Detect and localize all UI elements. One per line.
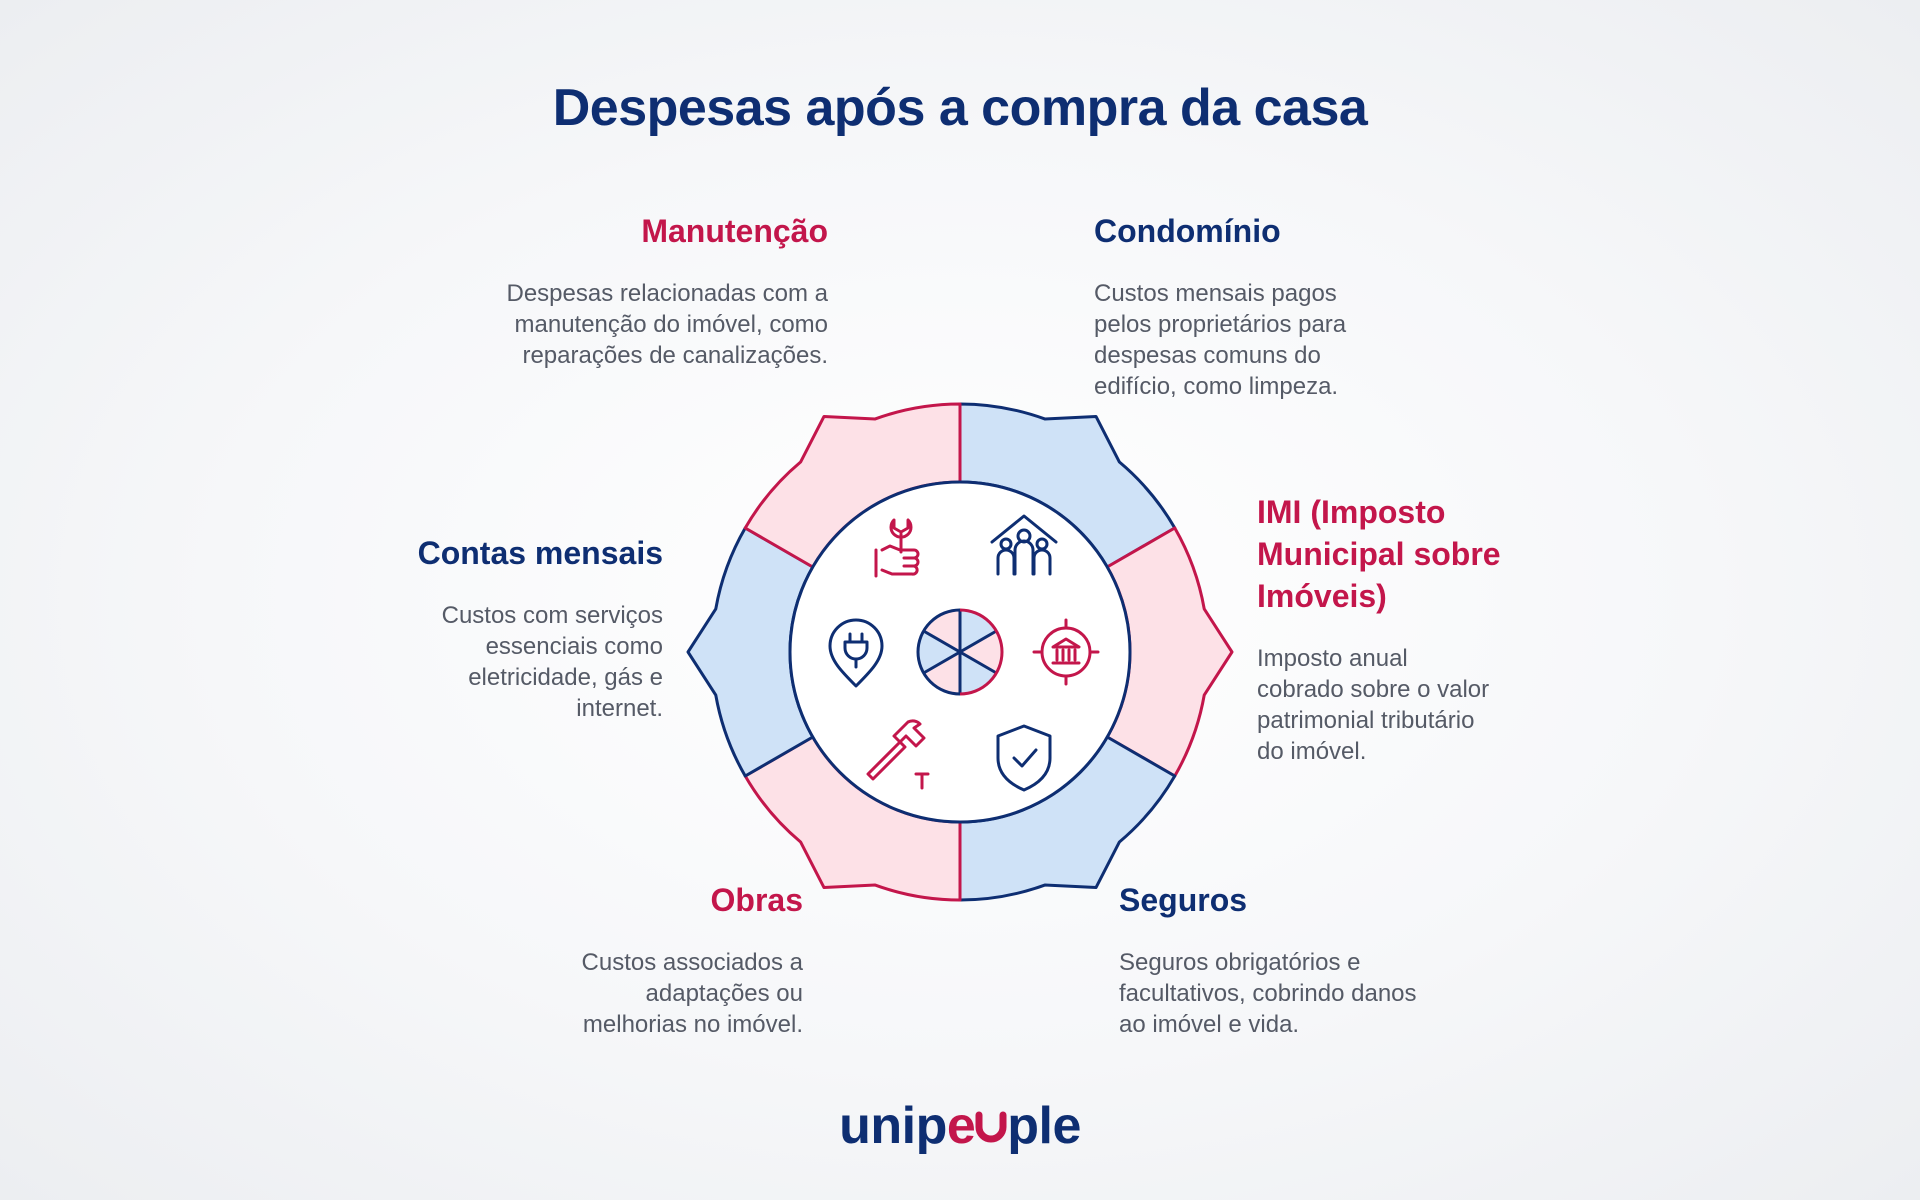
- logo-part: unip: [839, 1097, 947, 1155]
- community-house-icon: [990, 514, 1058, 576]
- logo-part: e: [946, 1097, 976, 1155]
- wrench-hand-icon: [874, 518, 920, 578]
- section-description: Custos com serviços essenciais como elet…: [441, 602, 663, 722]
- section-imi: IMI (Imposto Municipal sobre Imóveis) Im…: [1257, 491, 1517, 767]
- section-heading: IMI (Imposto Municipal sobre Imóveis): [1257, 494, 1501, 614]
- section-heading: Seguros: [1119, 882, 1248, 918]
- section-description: Imposto anual cobrado sobre o valor patr…: [1257, 645, 1490, 765]
- hammer-nail-icon: [866, 719, 930, 790]
- shield-check-icon: [996, 724, 1052, 792]
- section-description: Seguros obrigatórios e facultativos, cob…: [1119, 949, 1417, 1038]
- logo-part: ple: [1007, 1097, 1081, 1155]
- section-seguros: Seguros Seguros obrigatórios e facultati…: [1119, 879, 1419, 1040]
- section-condominio: Condomínio Custos mensais pagos pelos pr…: [1094, 210, 1394, 402]
- pie-center-icon: [916, 608, 1004, 696]
- section-heading: Contas mensais: [417, 535, 663, 571]
- section-obras: Obras Custos associados a adaptações ou …: [503, 879, 803, 1040]
- plug-pin-icon: [828, 618, 884, 688]
- page-title: Despesas após a compra da casa: [552, 79, 1368, 137]
- section-contas: Contas mensais Custos com serviços essen…: [363, 532, 663, 724]
- section-heading: Condomínio: [1094, 213, 1281, 249]
- section-description: Despesas relacionadas com a manutenção d…: [506, 280, 828, 369]
- ring-segments: [686, 402, 1234, 902]
- section-manutencao: Manutenção Despesas relacionadas com a m…: [498, 210, 828, 371]
- bank-target-icon: [1032, 618, 1100, 686]
- section-heading: Obras: [710, 882, 803, 918]
- section-heading: Manutenção: [641, 213, 828, 249]
- logo-smile-icon: [975, 1111, 1007, 1143]
- section-description: Custos associados a adaptações ou melhor…: [581, 949, 803, 1038]
- section-description: Custos mensais pagos pelos proprietários…: [1094, 280, 1347, 400]
